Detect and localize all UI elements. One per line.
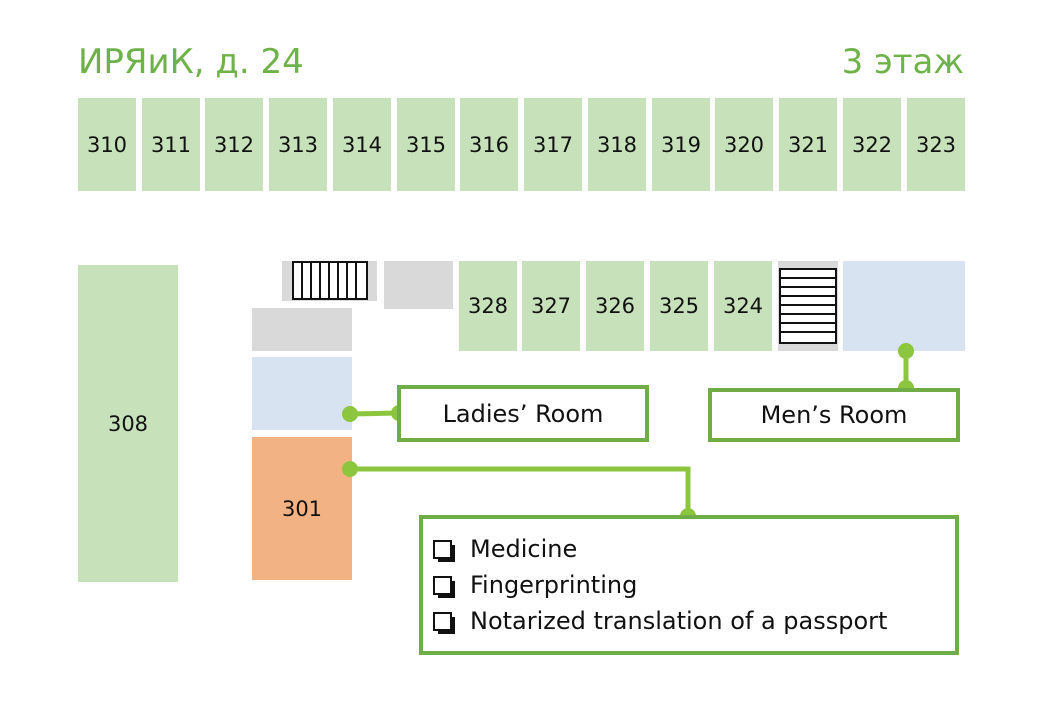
room-318: 318 <box>588 98 646 191</box>
building-title: ИРЯиК, д. 24 <box>78 42 304 82</box>
services-connector <box>350 466 691 516</box>
room-316: 316 <box>460 98 518 191</box>
room-308: 308 <box>78 265 178 582</box>
room-314: 314 <box>333 98 391 191</box>
room-315: 315 <box>397 98 455 191</box>
room-327: 327 <box>522 261 580 351</box>
room-313: 313 <box>269 98 327 191</box>
room-312: 312 <box>205 98 263 191</box>
room-319: 319 <box>652 98 710 191</box>
floor-label: 3 этаж <box>841 42 964 82</box>
room-326: 326 <box>586 261 644 351</box>
room-321: 321 <box>779 98 837 191</box>
room-301: 301 <box>252 437 352 580</box>
service-label: Medicine <box>470 535 578 563</box>
service-item: Notarized translation of a passport <box>433 603 955 639</box>
room-310: 310 <box>78 98 136 191</box>
room-322: 322 <box>843 98 901 191</box>
room-311: 311 <box>142 98 200 191</box>
stairs-icon <box>292 261 368 300</box>
room-325: 325 <box>650 261 708 351</box>
ladies-room-callout: Ladies’ Room <box>397 385 649 442</box>
services-callout: Medicine Fingerprinting Notarized transl… <box>419 515 959 655</box>
ladies-connector <box>349 410 400 417</box>
mens-room-label: Men’s Room <box>760 401 908 429</box>
service-label: Notarized translation of a passport <box>470 607 888 635</box>
utility-block <box>252 308 352 351</box>
room-324: 324 <box>714 261 772 351</box>
ladies-room-area <box>252 357 352 430</box>
checkbox-icon <box>433 575 455 598</box>
service-item: Fingerprinting <box>433 567 955 603</box>
service-item: Medicine <box>433 531 955 567</box>
room-320: 320 <box>715 98 773 191</box>
stairs-icon <box>779 268 837 344</box>
room-328: 328 <box>459 261 517 351</box>
checkbox-icon <box>433 611 455 634</box>
ladies-room-label: Ladies’ Room <box>442 399 604 428</box>
utility-block <box>384 261 453 309</box>
mens-room-area <box>843 261 965 351</box>
room-323: 323 <box>907 98 965 191</box>
service-label: Fingerprinting <box>470 571 638 599</box>
room-317: 317 <box>524 98 582 191</box>
checkbox-icon <box>433 539 455 562</box>
mens-room-callout: Men’s Room <box>708 388 960 442</box>
